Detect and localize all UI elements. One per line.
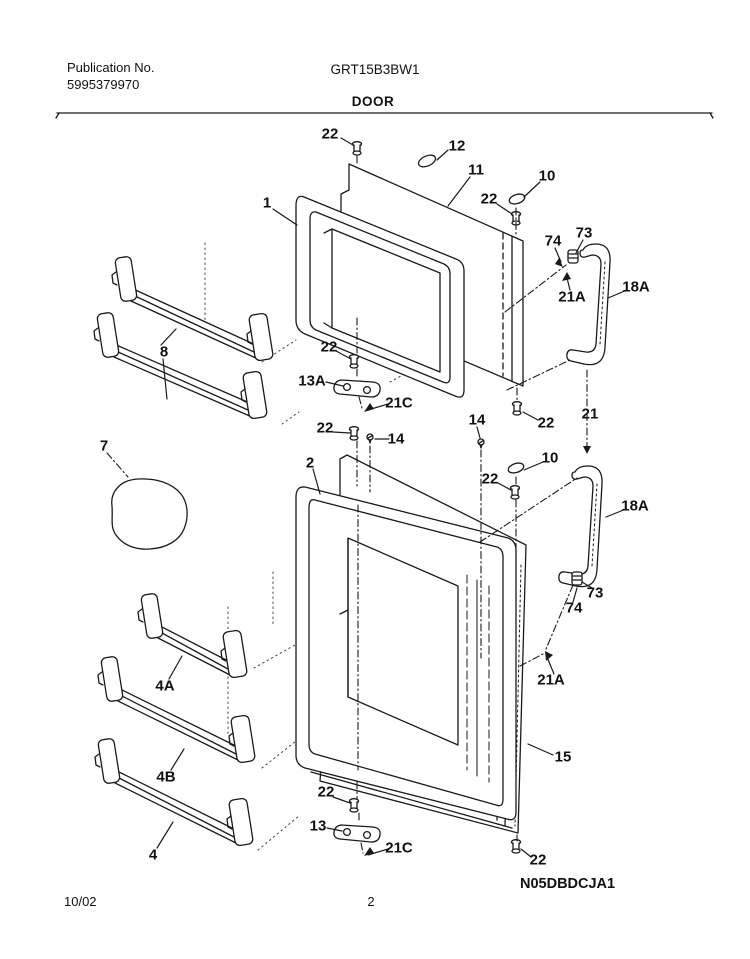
door-stop-7: [111, 478, 188, 550]
part-callout-8: 8: [159, 343, 169, 361]
footer-page-number: 2: [367, 894, 375, 909]
part-callout-13A: 13A: [298, 372, 326, 390]
handle-clip-lower: [571, 571, 583, 586]
part-callout-22: 22: [316, 419, 334, 437]
part-callout-22: 22: [320, 338, 338, 356]
shelf-rail-4: [94, 738, 254, 847]
part-callout-11: 11: [468, 161, 484, 179]
part-callout-22: 22: [317, 783, 335, 801]
shelf-rail-8-upper: [111, 256, 274, 362]
part-callout-22: 22: [529, 851, 547, 869]
publication-block: Publication No. 5995379970: [67, 59, 154, 93]
lower-door-gasket: [295, 486, 517, 821]
part-callout-10: 10: [538, 167, 556, 185]
header-rule: [55, 112, 714, 119]
diagram-id: N05DBDCJA1: [520, 876, 616, 892]
part-callout-21A: 21A: [558, 288, 586, 306]
part-callout-14: 14: [468, 411, 486, 429]
hinge-plate-13: [333, 824, 381, 843]
part-callout-15: 15: [554, 748, 572, 766]
shelf-rail-8-lower: [93, 312, 268, 420]
publication-label: Publication No.: [67, 60, 155, 75]
hinge-plate-13A: [333, 379, 381, 398]
part-callout-73: 73: [586, 584, 604, 602]
part-callout-2: 2: [305, 454, 315, 472]
part-callout-4: 4: [148, 846, 158, 864]
part-callout-73: 73: [575, 224, 593, 242]
footer-date: 10/02: [64, 894, 97, 909]
part-callout-10: 10: [541, 449, 559, 467]
part-callout-4A: 4A: [155, 677, 175, 695]
part-callout-22: 22: [537, 414, 555, 432]
part-callout-74: 74: [544, 232, 562, 250]
leader-lines: [156, 137, 628, 858]
model-number: GRT15B3BW1: [330, 62, 420, 77]
fastener-icons-upper: [348, 141, 526, 500]
axis-lines: [106, 155, 588, 854]
part-callout-18A: 18A: [622, 278, 650, 296]
leader-arrowheads: [364, 258, 591, 856]
part-callout-21: 21: [581, 405, 599, 423]
section-title: DOOR: [351, 94, 395, 109]
part-callout-7: 7: [99, 437, 109, 455]
part-callout-22: 22: [321, 125, 339, 143]
publication-number: 5995379970: [67, 77, 140, 92]
plug-button-12: [417, 154, 437, 168]
shelf-rail-4B: [97, 656, 256, 764]
part-callout-13: 13: [309, 817, 327, 835]
part-callout-21C: 21C: [385, 394, 413, 412]
plug-button-10-lower: [507, 462, 525, 474]
part-callout-18A: 18A: [621, 497, 649, 515]
part-callout-4B: 4B: [156, 768, 176, 786]
upper-door-gasket: [295, 195, 465, 398]
part-callout-14: 14: [387, 430, 405, 448]
part-callout-74: 74: [565, 599, 583, 617]
part-callout-22: 22: [481, 470, 499, 488]
shelf-rail-4A: [137, 593, 248, 679]
part-callout-21C: 21C: [385, 839, 413, 857]
lower-door-handle: [558, 465, 603, 588]
part-callout-12: 12: [448, 137, 466, 155]
part-callout-22: 22: [480, 190, 498, 208]
upper-door-handle: [566, 243, 611, 366]
plug-button-10-upper: [508, 193, 526, 205]
part-callout-1: 1: [262, 194, 272, 212]
part-callout-21A: 21A: [537, 671, 565, 689]
